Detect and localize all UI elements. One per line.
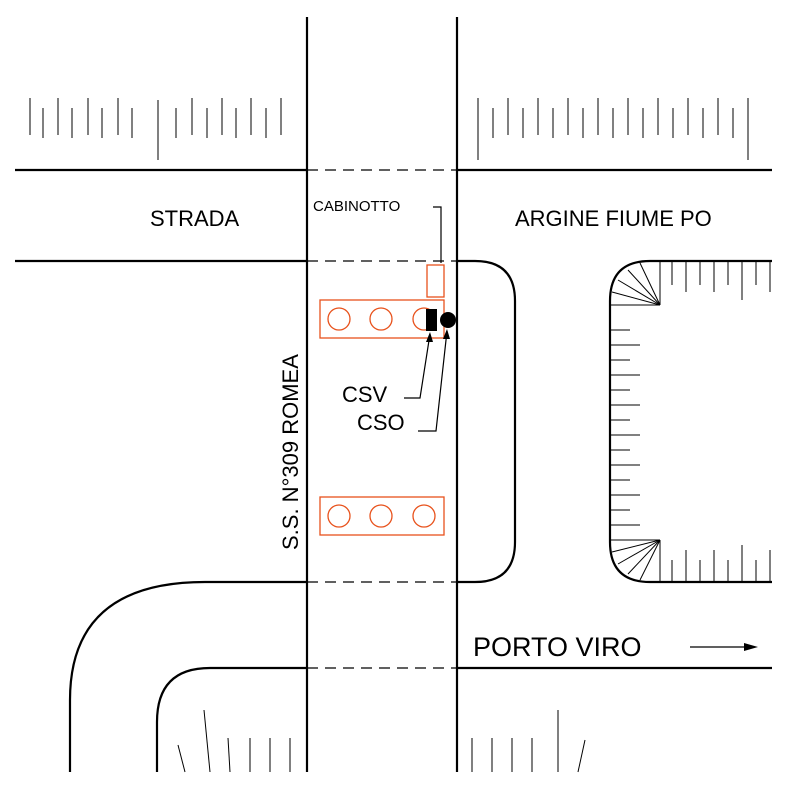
hatching-embankment xyxy=(610,261,771,582)
signal-unit-bottom xyxy=(319,496,445,536)
signal-lamp-top-2 xyxy=(369,307,393,331)
hatching-bottom xyxy=(177,709,586,773)
signal-lamp-bottom-3 xyxy=(412,504,436,528)
cabinotto-leader xyxy=(433,206,442,263)
embankment-outline xyxy=(608,259,772,584)
label-romea: S.S. N°309 ROMEA xyxy=(278,354,303,550)
label-strada: STRADA xyxy=(150,206,240,231)
csv-leader-arrow xyxy=(426,332,433,342)
porto-viro-road-inner-edge xyxy=(155,666,307,772)
label-cso: CSO xyxy=(357,410,405,435)
porto-viro-road-top-edge xyxy=(68,580,307,772)
csv-device xyxy=(426,309,437,331)
arrow-right-icon xyxy=(690,643,758,651)
cso-leader xyxy=(418,330,448,432)
label-porto-viro: PORTO VIRO xyxy=(473,632,642,662)
label-csv: CSV xyxy=(342,382,388,407)
signal-lamp-top-1 xyxy=(327,307,351,331)
crossing-dashed-lines xyxy=(307,169,457,669)
cabinotto-box xyxy=(426,264,445,298)
hatching-top-left xyxy=(29,98,282,160)
csv-leader xyxy=(404,333,431,399)
signal-lamp-bottom-2 xyxy=(369,504,393,528)
label-cabinotto: CABINOTTO xyxy=(313,198,400,215)
cso-leader-arrow xyxy=(443,329,450,339)
signal-unit-top xyxy=(319,299,445,339)
hatching-top-right xyxy=(477,98,749,160)
signal-lamp-bottom-1 xyxy=(327,504,351,528)
argine-south-edge-curve xyxy=(457,259,517,584)
label-argine-fiume-po: ARGINE FIUME PO xyxy=(515,206,712,231)
cso-device xyxy=(440,312,456,328)
road-edges xyxy=(15,17,772,772)
